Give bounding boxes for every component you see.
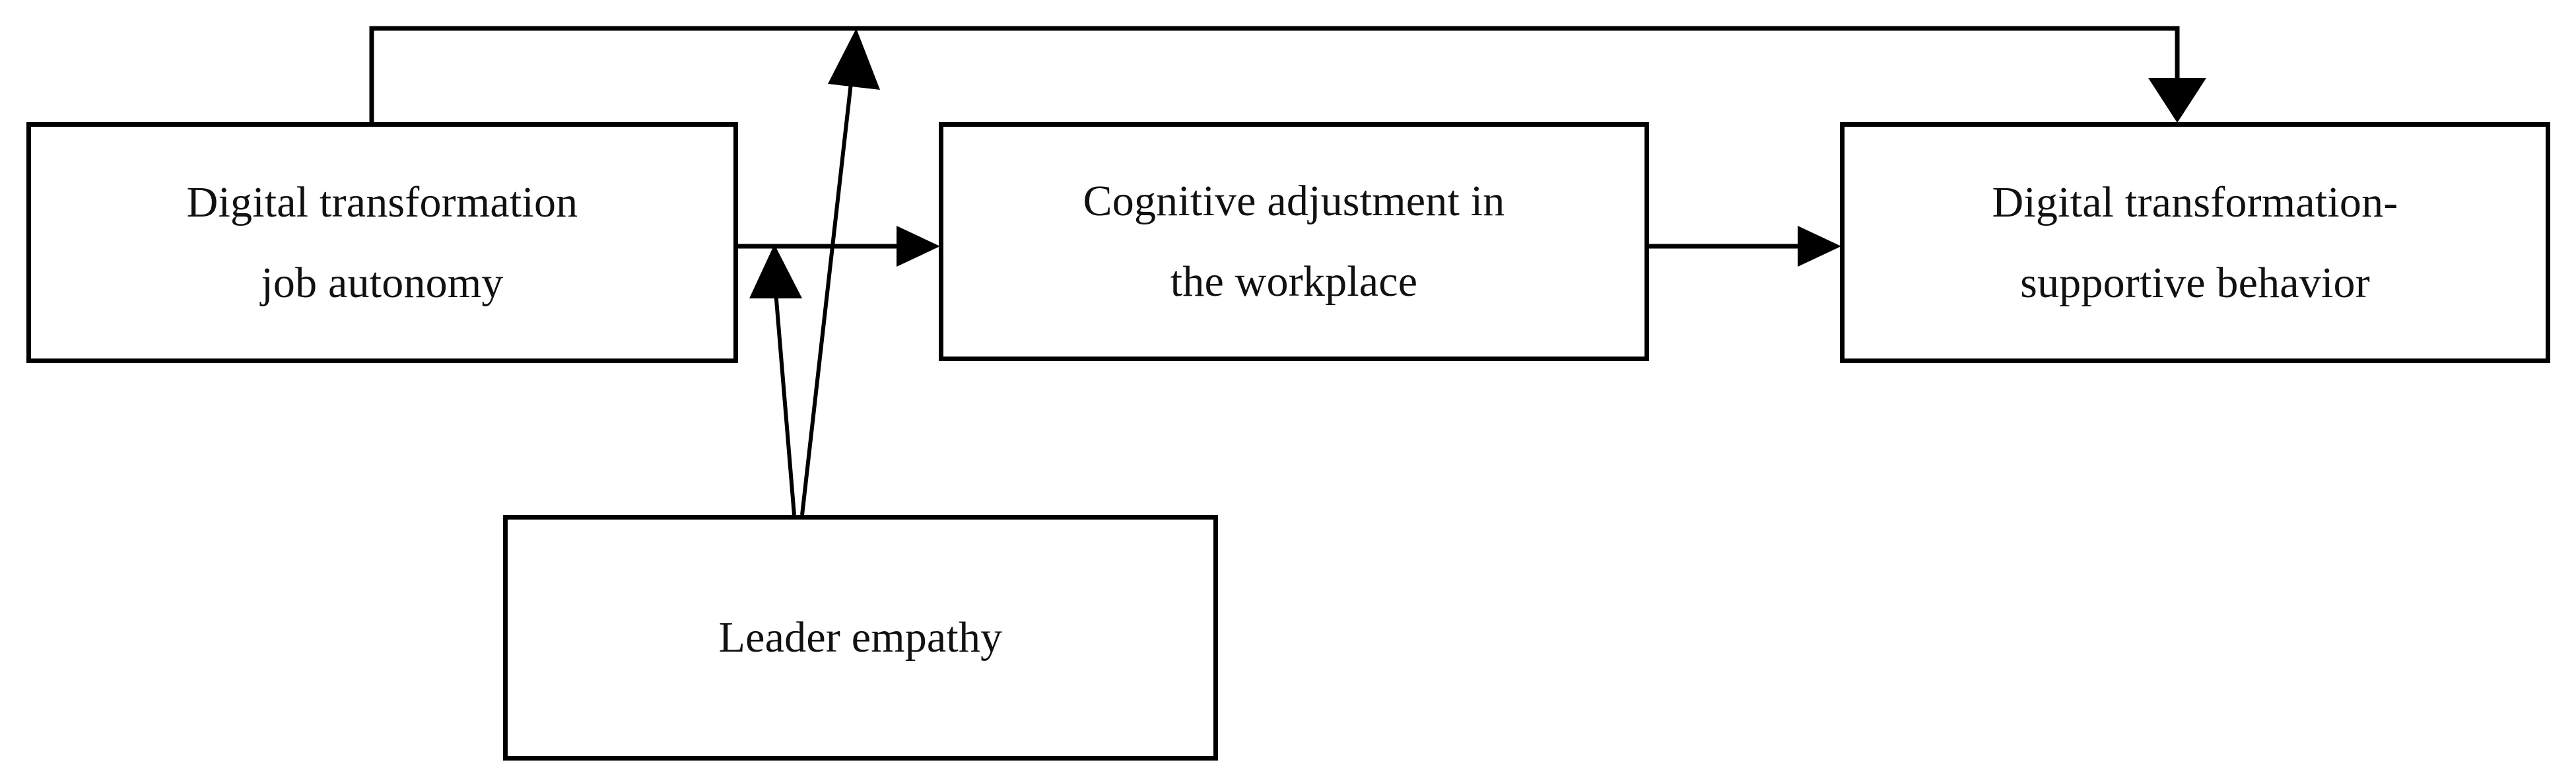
edge-empathy-moderates-autonomy-cognitive [749, 244, 802, 516]
edge-empathy-short-arrowhead [749, 244, 802, 298]
edge-empathy-long-line [800, 71, 854, 516]
node-cognitive-adjustment-in-the-workplace[interactable]: Cognitive adjustment in the workplace [939, 122, 1649, 361]
edge-empathy-moderates-autonomy-behavior [800, 28, 880, 516]
node-cognitive-adjustment-line-2: the workplace [1170, 257, 1418, 306]
edge-autonomy-to-behavior-direct [369, 26, 2206, 123]
edge-cognitive-to-behavior [1649, 226, 1841, 267]
node-digital-transformation-job-autonomy[interactable]: Digital transformation job autonomy [26, 122, 738, 363]
edge-empathy-long-arrowhead [828, 28, 880, 90]
node-job-autonomy-line-1: Digital transformation [186, 178, 578, 226]
edge-autonomy-to-behavior-arrowhead [2148, 78, 2206, 123]
node-leader-empathy-line-1: Leader empathy [718, 613, 1003, 662]
edge-autonomy-to-cognitive-arrowhead [897, 226, 940, 267]
edge-empathy-short-line [773, 283, 796, 516]
node-cognitive-adjustment-line-1: Cognitive adjustment in [1083, 177, 1505, 225]
node-supportive-behavior-line-2: supportive behavior [2020, 258, 2370, 307]
node-job-autonomy-line-2: job autonomy [261, 258, 504, 307]
node-digital-transformation-supportive-behavior[interactable]: Digital transformation- supportive behav… [1840, 122, 2550, 363]
edge-cognitive-to-behavior-arrowhead [1798, 226, 1841, 267]
node-supportive-behavior-line-1: Digital transformation- [1992, 178, 2398, 226]
node-leader-empathy[interactable]: Leader empathy [503, 515, 1218, 761]
edge-autonomy-to-behavior-path [369, 26, 2180, 122]
